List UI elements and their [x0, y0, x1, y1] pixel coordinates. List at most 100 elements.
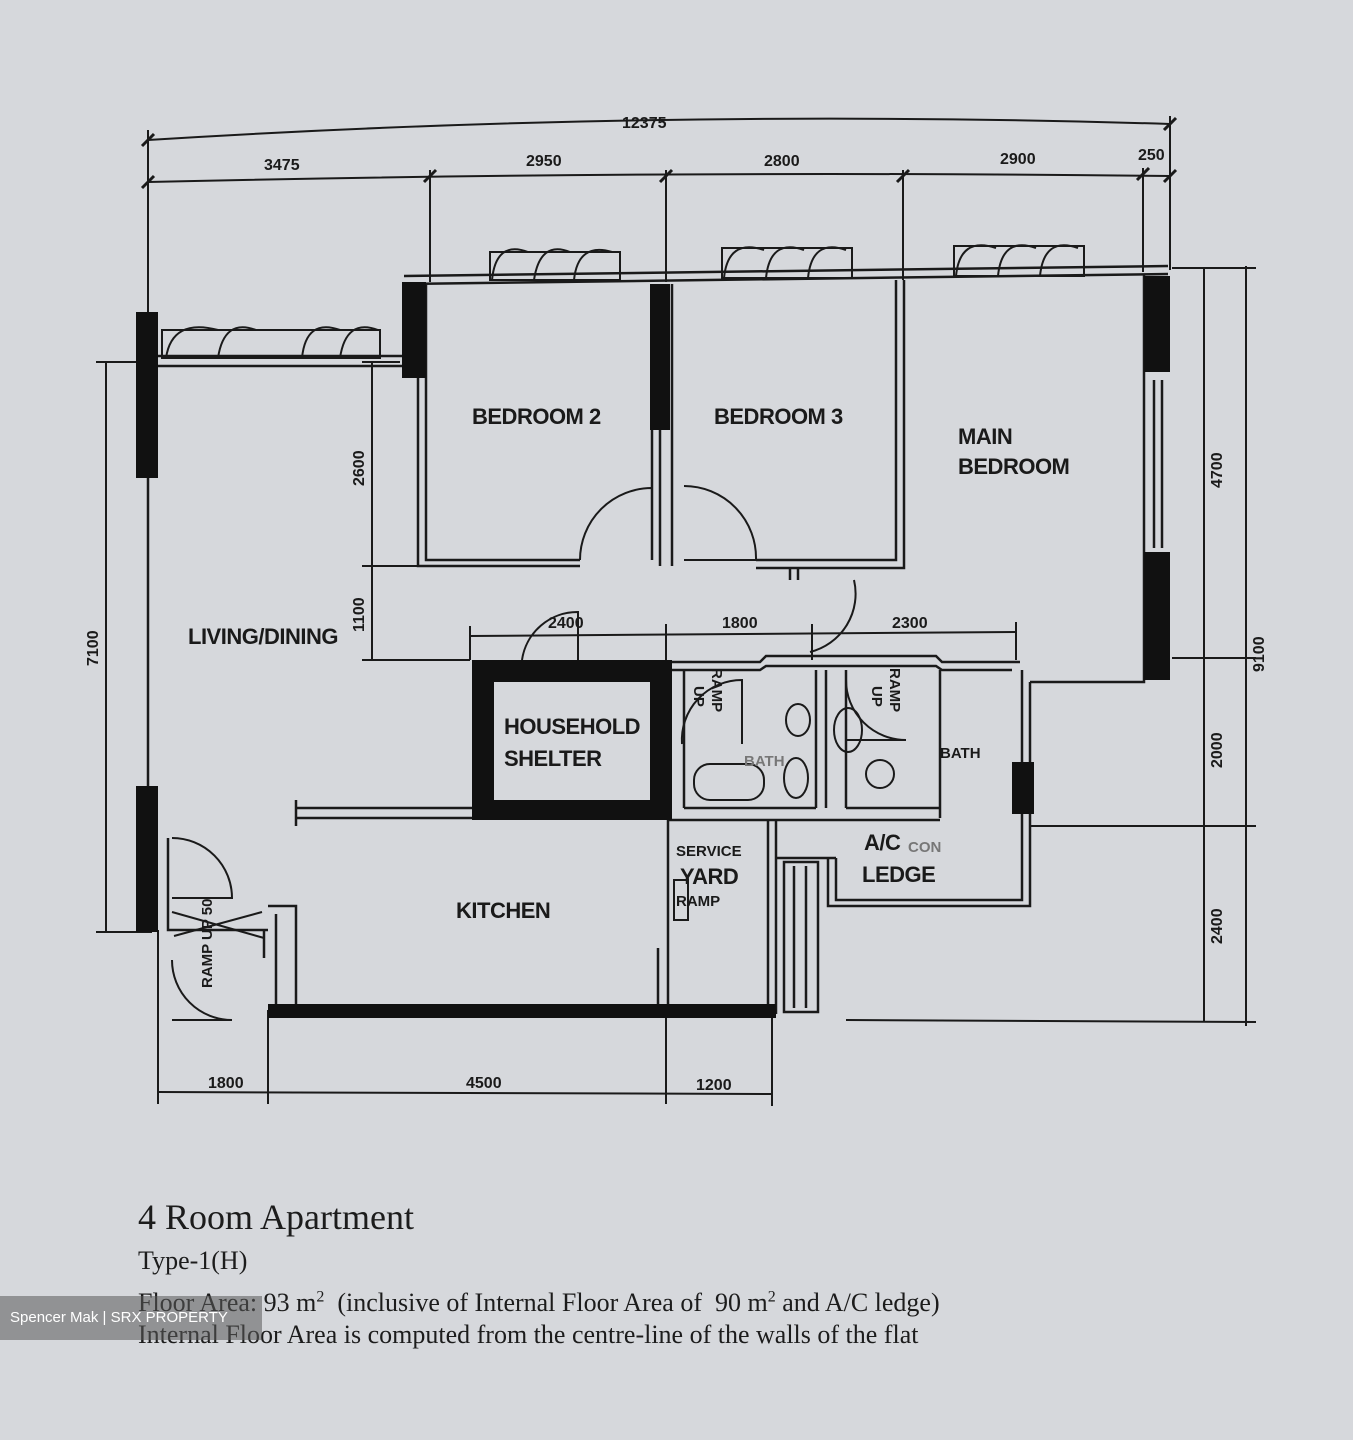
- dim-ext: [845, 1019, 1257, 1023]
- wall-baths-top-inner: [668, 664, 1012, 672]
- door-shelter: [521, 610, 579, 661]
- door-bath1: [680, 678, 743, 745]
- dim-line-bottom: [157, 1091, 773, 1095]
- basin-icon: [785, 703, 811, 737]
- structural-walls: [136, 276, 1170, 1018]
- column-main-bottom: [1144, 552, 1170, 680]
- dim-bottom-1: 1800: [208, 1075, 244, 1092]
- label-ramp-bath2-a: RAMP: [886, 668, 903, 712]
- room-label-ac-1: A/C: [864, 830, 901, 855]
- tick: [1162, 116, 1178, 132]
- room-label-shelter-1: HOUSEHOLD: [504, 714, 640, 739]
- label-ramp: RAMP: [676, 893, 720, 910]
- caption-type: Type-1(H): [138, 1246, 248, 1275]
- dim-top-4: 2900: [1000, 151, 1036, 168]
- label-ramp-bath1-a: RAMP: [708, 668, 725, 712]
- dim-line-overall: [147, 117, 1171, 141]
- dim-right-mid: 2000: [1209, 732, 1226, 768]
- wall-entrance-b: [268, 904, 298, 1004]
- dim-left-upper: 2600: [351, 450, 368, 486]
- room-label-yard-2: YARD: [680, 864, 738, 889]
- room-label-ac-2: LEDGE: [862, 862, 935, 887]
- window-living: [161, 329, 381, 359]
- entrance-ramp-line: [173, 911, 263, 937]
- dim-mid-2: 1800: [722, 615, 758, 632]
- toilet-icon: [865, 759, 895, 789]
- window-bedroom3-swing: [723, 246, 847, 279]
- tick: [895, 168, 911, 184]
- dim-bottom-2: 4500: [466, 1075, 502, 1092]
- basin-icon: [833, 707, 863, 753]
- column-bedroom-divider: [650, 284, 670, 430]
- door-entrance: [171, 837, 234, 899]
- dim-line-mid: [469, 631, 1017, 637]
- room-label-bedroom2: BEDROOM 2: [472, 404, 601, 429]
- dim-left-lower: 1100: [351, 597, 368, 632]
- area-sup2: 2: [767, 1288, 776, 1306]
- room-label-bath2: BATH: [940, 745, 981, 762]
- wall-bedroom3: [756, 280, 898, 562]
- tick: [140, 174, 156, 190]
- label-ramp-bath1-b: UP: [690, 686, 707, 707]
- caption-title: 4 Room Apartment: [138, 1197, 414, 1237]
- label-ramp-entrance: RAMP UP 50: [199, 899, 216, 988]
- dim-overall: 12375: [622, 115, 667, 132]
- tick: [658, 168, 674, 184]
- dim-top-2: 2950: [526, 153, 562, 170]
- room-label-shelter-2: SHELTER: [504, 746, 602, 771]
- watermark: Spencer Mak | SRX PROPERTY: [0, 1296, 262, 1340]
- doors: [171, 485, 907, 1021]
- tick: [422, 168, 438, 184]
- window-living-swing: [165, 326, 379, 359]
- toilet-icon: [783, 757, 809, 799]
- room-label-main-bedroom-2: BEDROOM: [958, 454, 1069, 479]
- tick: [1162, 168, 1178, 184]
- window-bedroom2-swing: [491, 248, 613, 281]
- dim-mid-1: 2400: [548, 615, 584, 632]
- area-mid: (inclusive of Internal Floor Area of 90 …: [324, 1288, 768, 1317]
- door-bedroom2: [579, 486, 653, 561]
- wall-drying-rack: [782, 860, 820, 1014]
- wall-baths-top: [668, 654, 1020, 664]
- dim-top-1: 3475: [264, 157, 300, 174]
- door-entrance-b: [171, 959, 233, 1021]
- wall-bedroom3-outer: [756, 280, 906, 570]
- room-label-bedroom3: BEDROOM 3: [714, 404, 843, 429]
- dim-line-top-segments: [147, 173, 1171, 183]
- shelter-wall-bottom: [472, 800, 672, 820]
- column-left-bottom: [136, 786, 158, 932]
- tick: [140, 132, 156, 148]
- column-ledge: [1012, 762, 1034, 814]
- room-label-kitchen: KITCHEN: [456, 898, 550, 923]
- dim-right-overall: 9100: [1251, 636, 1268, 672]
- bathtub-icon: [693, 763, 765, 801]
- door-bath2: [845, 679, 907, 741]
- tick: [1135, 166, 1151, 182]
- yard-fixture: [673, 879, 689, 921]
- room-label-ac-ghost: CON: [908, 839, 941, 856]
- window-main-swing: [955, 244, 1079, 277]
- dim-left-overall: 7100: [85, 630, 102, 666]
- area-suffix: and A/C ledge): [775, 1288, 940, 1317]
- window-bedroom2: [489, 251, 621, 281]
- label-ramp-bath2-b: UP: [868, 686, 885, 707]
- dim-right-lower: 2400: [1209, 908, 1226, 944]
- windows: [161, 244, 1085, 359]
- dim-right-upper: 4700: [1209, 452, 1226, 488]
- column-left-top: [136, 312, 158, 478]
- dim-bottom-3: 1200: [696, 1077, 732, 1094]
- area-sup: 2: [316, 1288, 325, 1306]
- room-label-bath1: BATH: [744, 753, 785, 770]
- column-living: [402, 282, 426, 378]
- door-main: [809, 579, 857, 653]
- wall-kitchen-bottom: [268, 1004, 776, 1018]
- caption-note: Internal Floor Area is computed from the…: [138, 1320, 919, 1349]
- room-label-main-bedroom-1: MAIN: [958, 424, 1012, 449]
- dim-top-3: 2800: [764, 153, 800, 170]
- room-label-living-dining: LIVING/DINING: [188, 624, 338, 649]
- dim-mid-3: 2300: [892, 615, 928, 632]
- dimension-lines: [96, 116, 1257, 1106]
